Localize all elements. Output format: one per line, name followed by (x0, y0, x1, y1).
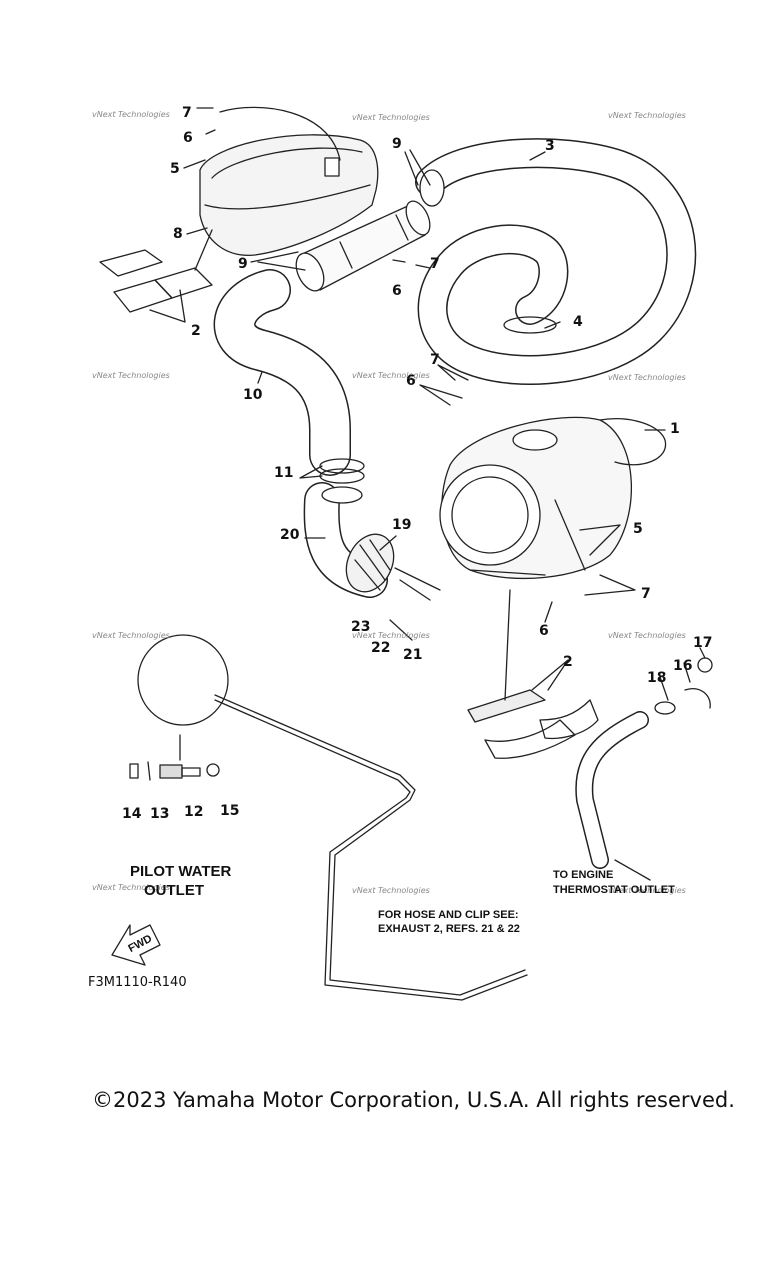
callout-18: 18 (647, 670, 666, 686)
svg-text:vNext Technologies: vNext Technologies (608, 886, 686, 895)
pilot-water-pipe (214, 694, 528, 1001)
callout-16: 16 (673, 658, 692, 674)
svg-text:vNext Technologies: vNext Technologies (352, 113, 430, 122)
callout-11: 11 (274, 465, 293, 481)
svg-text:vNext Technologies: vNext Technologies (92, 883, 170, 892)
callout-9: 9 (392, 136, 402, 152)
callout-labels: 1 2 2 3 4 5 5 6 6 6 6 7 7 7 7 8 9 9 10 1… (122, 105, 712, 822)
callout-19: 19 (392, 517, 411, 533)
callout-2: 2 (563, 654, 573, 670)
callout-6: 6 (392, 283, 402, 299)
svg-text:vNext Technologies: vNext Technologies (608, 631, 686, 640)
callout-2: 2 (191, 323, 201, 339)
callout-1: 1 (670, 421, 680, 437)
callout-12: 12 (184, 804, 203, 820)
callout-23: 23 (351, 619, 370, 635)
straight-tube (295, 200, 431, 292)
callout-15: 15 (220, 803, 239, 819)
callout-7: 7 (430, 352, 440, 368)
callout-10: 10 (243, 387, 263, 403)
callout-3: 3 (545, 138, 555, 154)
duct-clamp (503, 316, 557, 334)
callout-13: 13 (150, 806, 169, 822)
engine-outlet-note: TO ENGINE (553, 869, 613, 881)
pilot-water-note: PILOT WATER (130, 863, 232, 880)
pilot-outlet-parts (129, 734, 220, 781)
hose-clamp (319, 458, 365, 474)
svg-text:vNext Technologies: vNext Technologies (608, 111, 686, 120)
callout-5: 5 (170, 161, 180, 177)
callout-7: 7 (430, 256, 440, 272)
air-box-cover (199, 106, 379, 256)
engine-outlet-note: THERMOSTAT OUTLET (553, 884, 675, 896)
callout-17: 17 (693, 635, 712, 651)
callout-7: 7 (182, 105, 192, 121)
callout-4: 4 (573, 314, 583, 330)
figure-code: F3M1110-R140 (88, 975, 187, 990)
fwd-arrow (111, 924, 161, 966)
leader-lines (149, 107, 706, 701)
svg-text:vNext Technologies: vNext Technologies (352, 371, 430, 380)
pilot-water-note: OUTLET (144, 882, 204, 899)
copyright-notice: ©2023 Yamaha Motor Corporation, U.S.A. A… (92, 1088, 735, 1112)
callout-5: 5 (633, 521, 643, 537)
svg-text:vNext Technologies: vNext Technologies (92, 631, 170, 640)
callout-8: 8 (173, 226, 183, 242)
callout-6: 6 (406, 373, 416, 389)
svg-text:vNext Technologies: vNext Technologies (92, 371, 170, 380)
watermarks: vNext Technologies vNext Technologies vN… (92, 110, 686, 895)
hose-clip-note: EXHAUST 2, REFS. 21 & 22 (378, 923, 520, 935)
intake-silencer (439, 416, 667, 580)
callout-6: 6 (183, 130, 193, 146)
callout-14: 14 (122, 806, 142, 822)
callout-22: 22 (371, 640, 390, 656)
hose-clip-note: FOR HOSE AND CLIP SEE: (378, 909, 519, 921)
callout-6: 6 (539, 623, 549, 639)
sponge-pads-bottom (467, 589, 599, 759)
callout-21: 21 (403, 647, 422, 663)
callout-20: 20 (280, 527, 300, 543)
detail-circle (137, 634, 229, 726)
svg-text:vNext Technologies: vNext Technologies (92, 110, 170, 119)
callout-9: 9 (238, 256, 248, 272)
diagram-notes: PILOT WATER OUTLET FOR HOSE AND CLIP SEE… (88, 863, 675, 990)
water-box-elbow (303, 482, 441, 641)
bend-duct (213, 269, 351, 476)
svg-text:vNext Technologies: vNext Technologies (352, 631, 430, 640)
intake-duct-u (415, 138, 697, 385)
sponge-pads-top (99, 229, 213, 313)
callout-7: 7 (641, 586, 651, 602)
engine-hose (575, 657, 713, 881)
svg-text:vNext Technologies: vNext Technologies (608, 373, 686, 382)
svg-text:vNext Technologies: vNext Technologies (352, 886, 430, 895)
